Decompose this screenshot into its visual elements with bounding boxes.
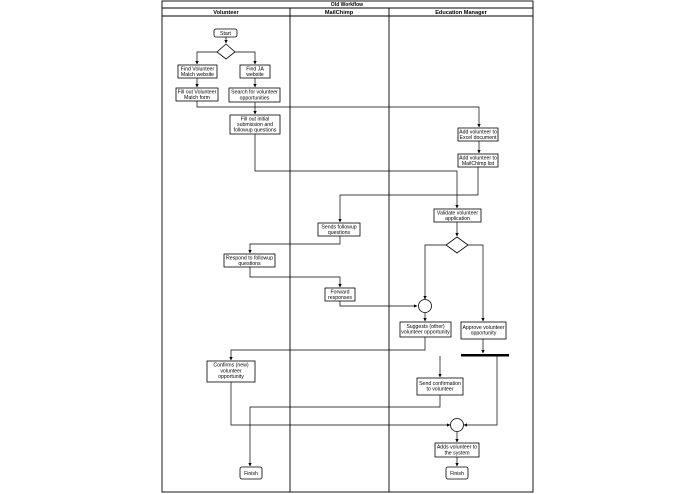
edge-sendconfirm-finish	[248, 395, 441, 467]
node-approve-line-2: opportunity	[471, 331, 497, 337]
edge-respond-forward	[249, 267, 342, 288]
node-find-vm-line-2: Match website	[181, 72, 214, 78]
lane-header-mailchimp: MailChimp	[325, 10, 354, 16]
lane-header-volunteer: Volunteer	[213, 10, 239, 16]
node-send-confirm: Send confirmation to volunteer	[416, 377, 464, 396]
node-search-opps: Search for volunteer opportunities	[228, 87, 281, 103]
edge-decision-find-ja	[235, 51, 257, 65]
lane-header-education-manager: Education Manager	[435, 10, 487, 16]
edge-forward-merge	[339, 301, 418, 308]
node-forward-line-2: responses	[328, 295, 352, 301]
node-add-mailchimp-line-2: MailChimp list	[462, 161, 495, 167]
node-find-ja-line-2: website	[246, 72, 264, 78]
node-fill-initial-line-2: submission and	[237, 122, 273, 128]
edge-bar-merge2	[463, 356, 498, 427]
node-add-excel-line-2: Excel document	[460, 135, 497, 141]
node-confirms: Confirms (new) volunteer opportunity	[206, 360, 256, 383]
edge-sendfollowup-respond	[248, 236, 341, 254]
node-finish-volunteer-label: Finish	[244, 471, 258, 477]
node-fill-initial-line-1: Fill out initial	[241, 116, 270, 122]
edge-confirms-merge2	[230, 382, 451, 427]
node-send-confirm-line-2: to volunteer	[426, 387, 453, 393]
node-adds-system: Adds volunteer to the system	[434, 442, 480, 458]
edge-fill-vm-add-excel	[196, 101, 481, 128]
node-adds-system-line-2: the system	[444, 450, 469, 456]
node-send-followup-line-2: questions	[328, 230, 351, 236]
node-search-opps-line-1: Search for volunteer	[231, 90, 278, 96]
node-confirms-line-3: opportunity	[218, 374, 244, 380]
node-find-vm: Find Volunteer Match website	[177, 64, 218, 79]
merge-node-suggest	[418, 299, 432, 313]
edge-suggests-confirms	[229, 337, 426, 361]
node-fill-vm: Fill out Volunteer Match form	[175, 87, 219, 102]
node-suggests-line-2: volunteer opportunity	[401, 330, 450, 336]
node-respond-followup-line-1: Respond to followup	[226, 255, 273, 261]
node-find-ja: Find JA website	[239, 64, 271, 79]
node-search-opps-line-2: opportunities	[240, 95, 270, 101]
node-send-followup: Sends followup questions	[317, 222, 361, 237]
edge-fill-initial-validate	[254, 134, 459, 209]
node-suggests: Suggests (other) volunteer opportunity	[399, 321, 452, 338]
node-fill-initial-line-3: followup questions	[234, 128, 277, 134]
node-confirms-line-2: volunteer	[220, 368, 242, 374]
edge-decision-find-vm	[195, 51, 217, 65]
node-suggests-line-1: Suggests (other)	[406, 324, 445, 330]
node-send-confirm-line-1: Send confirmation	[419, 381, 461, 387]
node-respond-followup: Respond to followup questions	[223, 253, 276, 268]
node-finish-manager: Finish	[445, 466, 469, 480]
node-adds-system-line-1: Adds volunteer to	[437, 445, 477, 451]
decision-entry-route	[216, 43, 236, 60]
merge-node-final	[450, 418, 464, 432]
node-respond-followup-line-2: questions	[238, 261, 261, 267]
node-fill-vm-line-2: Match form	[184, 95, 210, 101]
fork-bar	[461, 354, 509, 357]
node-validate-line-2: application	[445, 216, 470, 222]
node-approve-line-1: Approve volunteer	[462, 325, 504, 331]
node-fill-initial: Fill out initial submission and followup…	[229, 114, 281, 135]
node-confirms-line-1: Confirms (new)	[213, 363, 248, 369]
node-finish-manager-label: Finish	[450, 471, 464, 477]
edge-decision-merge	[423, 244, 446, 300]
node-validate: Validate volunteer application	[433, 208, 482, 223]
node-start: Start	[213, 28, 238, 38]
node-add-mailchimp-line-1: Add volunteer to	[459, 155, 497, 161]
diagram-frame	[161, 0, 534, 493]
decision-validation	[445, 236, 469, 254]
node-approve: Approve volunteer opportunity	[460, 321, 507, 340]
node-forward-line-1: Forward	[330, 289, 349, 295]
edges	[195, 37, 498, 467]
node-send-followup-line-1: Sends followup	[321, 224, 356, 230]
node-fill-vm-line-1: Fill out Volunteer	[178, 89, 217, 95]
node-find-ja-line-1: Find JA	[246, 66, 264, 72]
node-finish-volunteer: Finish	[239, 466, 263, 480]
node-add-mailchimp: Add volunteer to MailChimp list	[457, 153, 499, 168]
edge-mailchimp-sendfollowup	[338, 167, 479, 223]
node-validate-line-1: Validate volunteer	[437, 210, 478, 216]
node-start-label: Start	[220, 31, 232, 37]
edge-decision-approve	[468, 244, 485, 322]
node-forward: Forward responses	[324, 287, 356, 302]
node-add-excel-line-1: Add volunteer to	[459, 129, 497, 135]
node-find-vm-line-1: Find Volunteer	[181, 66, 215, 72]
diagram-title: Old Workflow	[331, 2, 363, 8]
node-add-excel: Add volunteer to Excel document	[457, 127, 499, 142]
